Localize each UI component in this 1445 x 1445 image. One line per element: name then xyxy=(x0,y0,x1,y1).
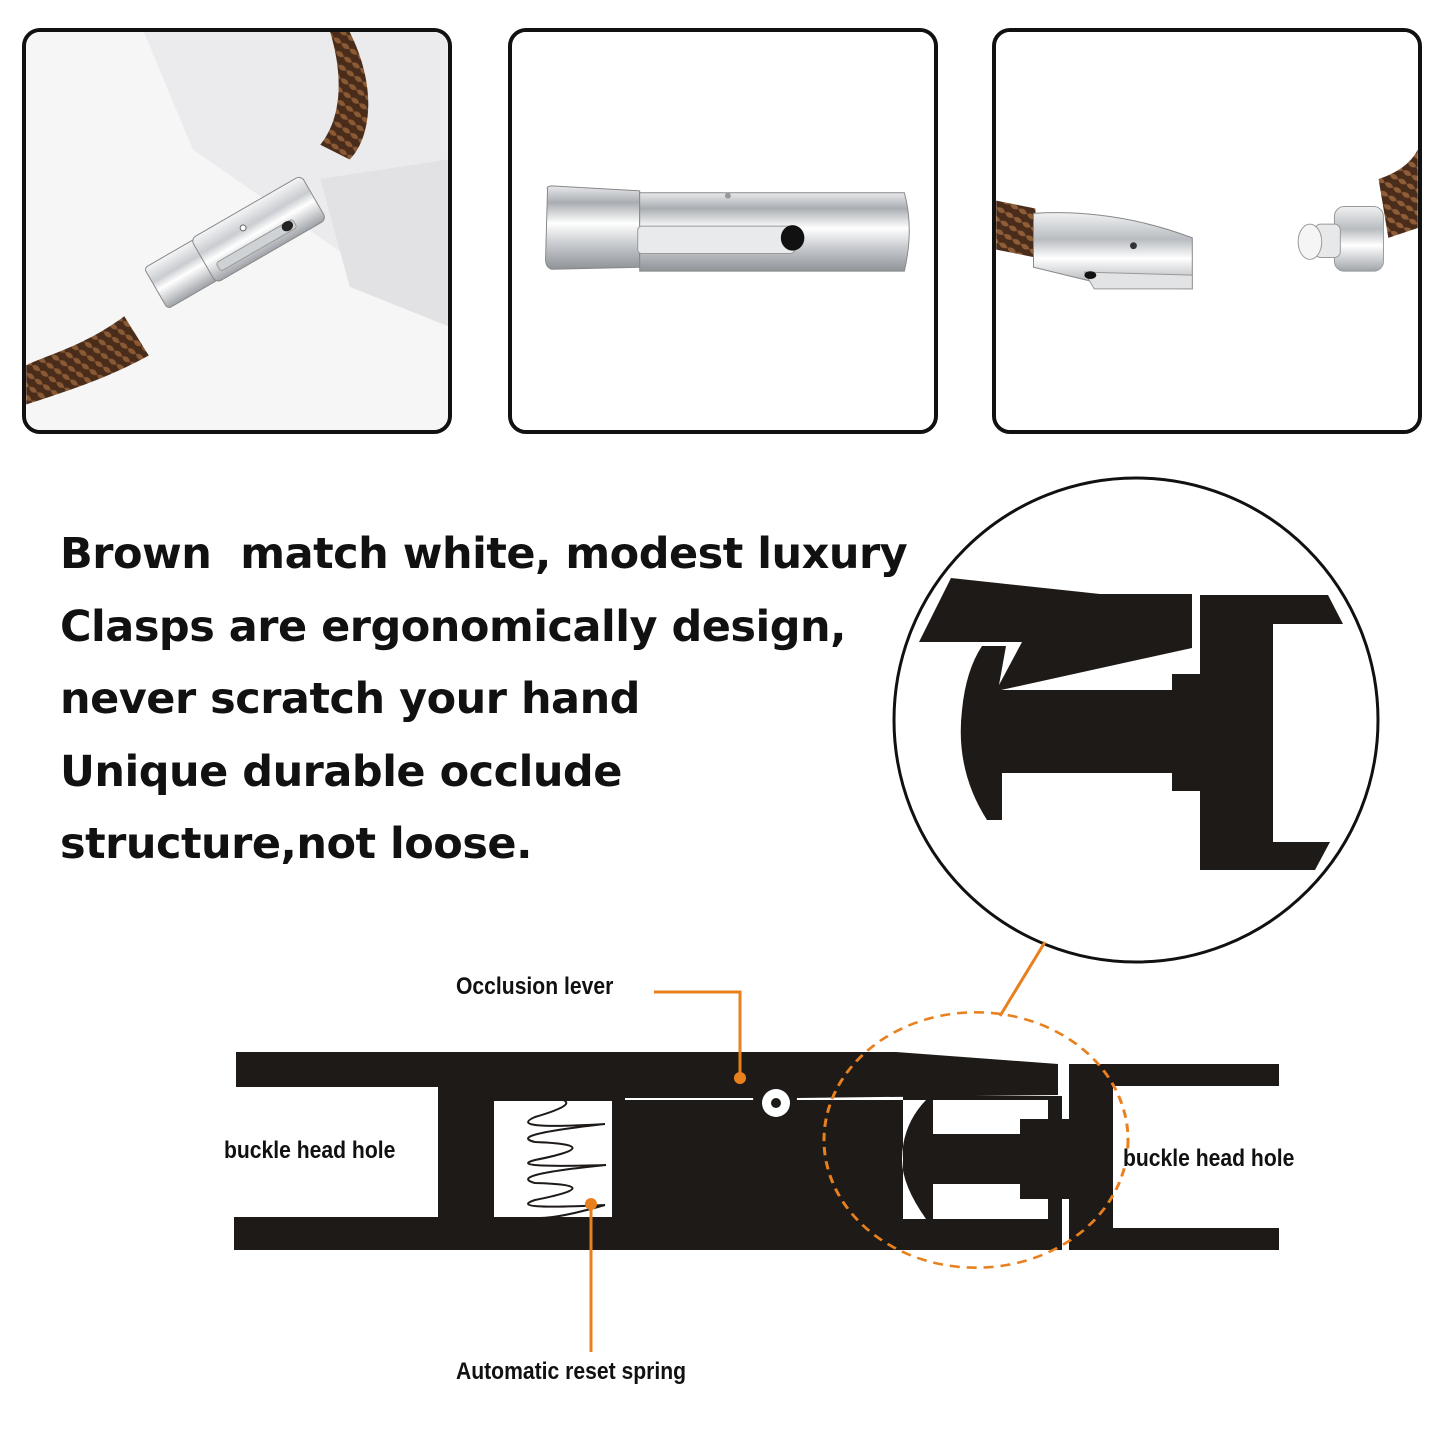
reset-spring-label: Automatic reset spring xyxy=(456,1358,687,1385)
feature-line: never scratch your hand xyxy=(60,674,640,724)
occlusion-lever-label: Occlusion lever xyxy=(456,973,614,1000)
buckle-head-hole-right-label: buckle head hole xyxy=(1123,1145,1295,1172)
feature-line: Unique durable occlude xyxy=(60,746,622,797)
spring-coil xyxy=(527,1096,607,1219)
feature-line: Brown match white, modest luxury xyxy=(60,529,908,579)
occlusion-lever-marker xyxy=(734,1072,746,1084)
feature-line: Clasps are ergonomically design, xyxy=(60,601,847,652)
spring-marker xyxy=(585,1198,597,1210)
callouts xyxy=(589,990,1130,1352)
feature-line: structure,not loose. xyxy=(60,819,532,869)
magnified-detail xyxy=(892,476,1380,1017)
photo-clasp-open xyxy=(992,28,1422,434)
photo-closed-clasp-on-braided-cord xyxy=(22,28,452,434)
open-clasp-image xyxy=(996,32,1418,430)
bracelet-clasp-image xyxy=(26,32,448,430)
buckle-head-hole-left-label: buckle head hole xyxy=(224,1137,396,1164)
magnifier-connector-line xyxy=(998,941,1047,1017)
feature-list: Brown match white, modest luxury Clasps … xyxy=(60,518,908,881)
photo-clasp-isolated xyxy=(508,28,938,434)
clasp-image xyxy=(512,32,934,430)
